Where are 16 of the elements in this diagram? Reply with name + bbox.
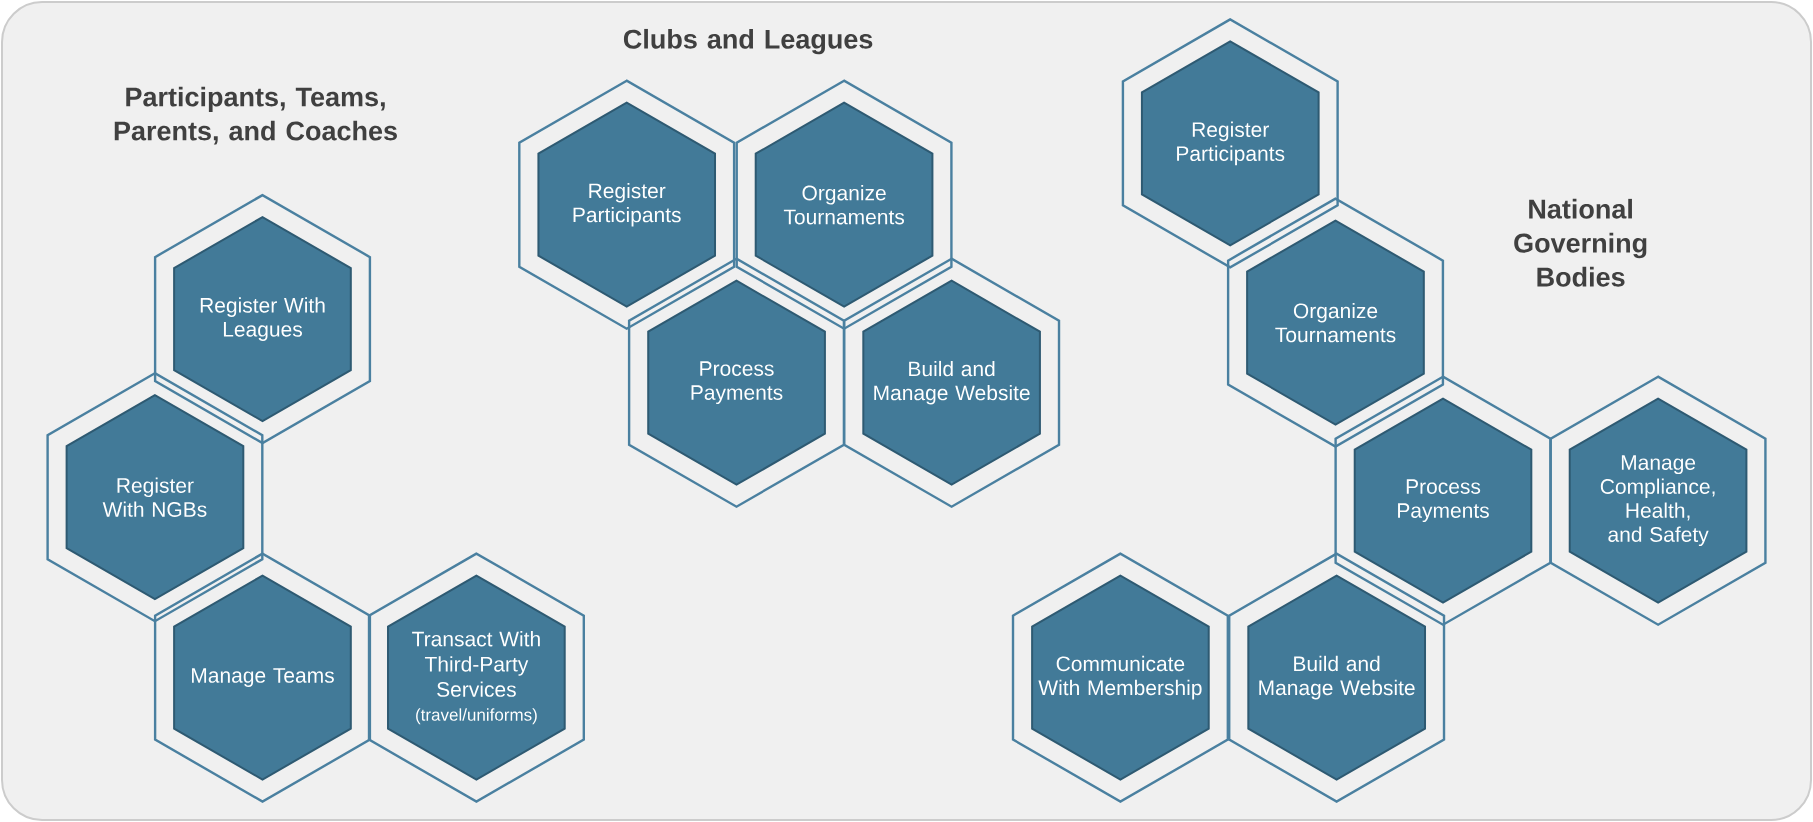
- hexagon: Manage Compliance, Health, and Safety: [1549, 375, 1767, 627]
- group-heading: Clubs and Leagues: [623, 28, 873, 55]
- hexagon: Build and Manage Website: [843, 257, 1061, 509]
- hexagon: Manage Teams: [153, 552, 372, 803]
- group-heading: Participants, Teams, Parents, and Coaches: [114, 86, 397, 145]
- hexagon: Process Payments: [1334, 375, 1552, 627]
- hexagon: Organize Tournaments: [735, 79, 953, 331]
- hexagon: Transact With Third-Party Services (travel/uniforms): [367, 552, 585, 803]
- hexagon: Build and Manage Website: [1228, 552, 1446, 803]
- hexagon: Register Participants: [518, 79, 736, 331]
- hexagon: Communicate With Membership: [1011, 552, 1229, 803]
- hexagon: Register With Leagues: [153, 193, 372, 445]
- group-heading: National Governing Bodies: [1514, 198, 1647, 287]
- hexagon: Register Participants: [1121, 18, 1339, 269]
- hexagon: Process Payments: [627, 257, 846, 509]
- hexagon: Organize Tournaments: [1226, 197, 1445, 448]
